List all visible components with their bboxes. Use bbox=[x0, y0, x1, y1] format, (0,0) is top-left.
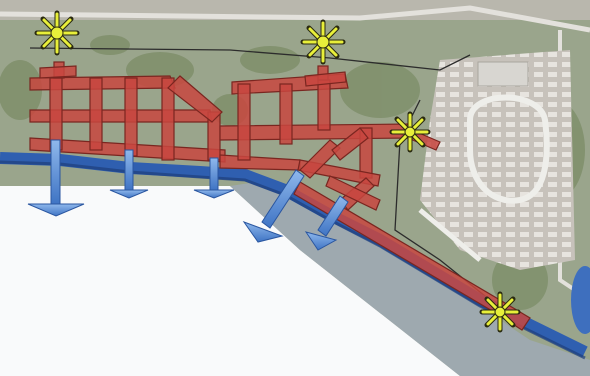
starburst-icon bbox=[479, 291, 521, 333]
east-pond bbox=[571, 266, 590, 334]
arrow-down-icon bbox=[27, 139, 85, 217]
arrow-down-icon bbox=[304, 195, 349, 251]
arrow-down-icon bbox=[109, 149, 149, 199]
north-road bbox=[0, 5, 590, 33]
focal-point-stars bbox=[34, 10, 521, 333]
starburst-icon bbox=[34, 10, 80, 56]
starburst-icon bbox=[389, 111, 431, 153]
starburst-icon bbox=[300, 19, 346, 65]
view-corridor-arrows bbox=[27, 139, 349, 251]
arrow-down-icon bbox=[193, 157, 235, 199]
lake-water bbox=[0, 186, 460, 376]
residential-development bbox=[418, 50, 575, 270]
arrow-down-icon bbox=[242, 169, 305, 243]
